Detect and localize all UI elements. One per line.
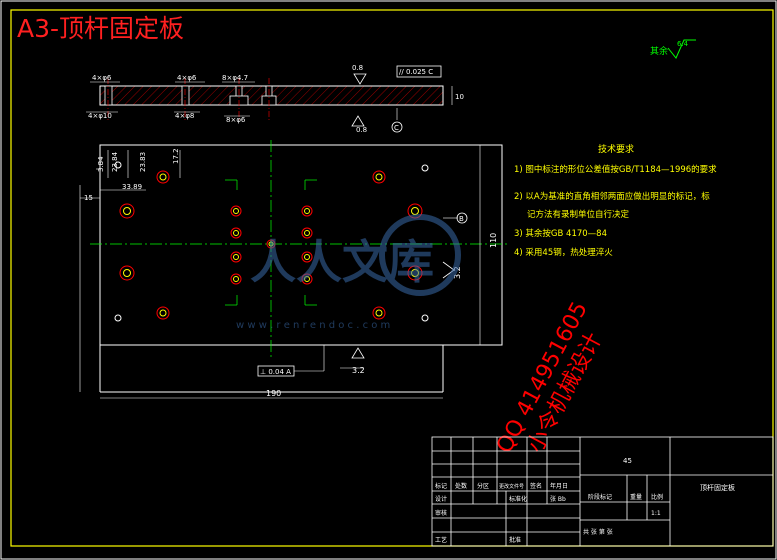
tech-requirement-item: 2) 以A为基准的直角相邻两面应做出明显的标记，标 [514,191,710,202]
title-block-text: 45 顶杆固定板 标记 处数 分区 更改文件号 签名 年月日 设计 审核 工艺 … [435,457,735,544]
weight-label: 重量 [630,493,642,501]
tolerance-value: ⊥ 0.04 A [260,368,291,376]
hole [156,170,170,184]
hole [372,306,386,320]
page-title: A3-顶杆固定板 [17,14,184,43]
scale-value: 1:1 [651,510,661,517]
hole [230,205,242,217]
section-hole [104,85,113,106]
dim-label: 4×φ6 [177,74,197,82]
tech-requirement-item: 1) 图中标注的形位公差值按GB/T1184—1996的要求 [514,164,717,175]
dim-label: 4×φ8 [175,112,194,120]
tech-requirement-item: 记方法有录制单位自行决定 [527,209,630,220]
row-label: 工艺 [435,536,447,544]
section-hole [181,85,190,106]
roughness-symbol-icon [667,39,696,59]
header-cell: 分区 [477,482,489,490]
watermark-url: w w w . r e n r e n d o c . c o m [236,320,390,331]
title-block [431,436,774,547]
dim-label: 8×φ4.7 [222,74,248,82]
hole [407,265,423,281]
material-label: 45 [623,457,632,465]
scale-label: 比例 [651,493,663,501]
row-label: 批准 [509,536,521,544]
hole [301,273,313,285]
roughness-triangle-icon [351,347,365,359]
tolerance-value: // 0.025 C [399,68,433,76]
watermark: 人人文库 w w w . r e n r e n d o c . c o m [236,214,461,331]
dim-label: 8×φ6 [226,116,246,124]
width-dim: 190 [266,389,281,398]
hole [156,306,170,320]
roughness-value: 3.2 [352,366,365,375]
stage-label: 阶段标记 [588,493,612,501]
dim-label: 23.83 [139,152,147,172]
roughness-value: 0.8 [352,64,363,72]
dim-label: 15 [84,194,93,202]
dim-label: 3.84 [97,156,105,172]
hole [114,314,122,322]
roughness-triangle-icon [353,73,367,85]
tech-requirement-item: 4) 采用45钢，热处理淬火 [514,247,613,258]
header-cell: 标记 [435,482,447,490]
datum-circle-icon [391,121,403,133]
signature: 张 Bb [550,495,566,503]
watermark-logo-icon [379,214,461,296]
datum-label: C [394,124,399,132]
tolerance-frame [396,65,442,78]
section-view: 4×φ6 4×φ6 8×φ4.7 4×φ10 4×φ8 8×φ6 10 0.8 … [86,64,464,134]
roughness-value: 3.2 [453,266,462,279]
hole [119,203,135,219]
cross-marks [225,179,317,306]
header-cell: 处数 [455,482,467,490]
hole [421,314,429,322]
hole [230,273,242,285]
roughness-note-label: 其余 [650,45,668,57]
thickness-dim: 10 [455,93,464,101]
hole [421,164,429,172]
sheet-info: 共 张 第 张 [583,528,613,536]
watermark-logo-text: 人人文库 [250,235,434,289]
roughness-value: 0.8 [356,126,367,134]
height-dim: 110 [489,233,498,248]
left-dims [79,150,181,392]
inner-frame [10,9,774,547]
roughness-triangle-icon [351,115,365,127]
plate-outline [99,144,503,346]
header-cell: 更改文件号 [499,483,524,490]
row-label: 设计 [435,495,447,503]
hole [301,205,313,217]
dim-label: 23.84 [111,151,119,172]
hole [372,170,386,184]
hole [230,251,242,263]
dim-label: 33.89 [122,183,142,191]
row-label: 审核 [435,509,447,517]
dim-label: 17.2 [172,148,180,164]
plan-view: 3.84 23.84 23.83 33.89 17.2 15 190 110 B… [79,140,510,399]
hole [114,161,122,169]
hole [301,227,313,239]
part-name: 顶杆固定板 [700,483,735,492]
tech-requirement-item: 3) 其余按GB 4170—84 [514,228,607,239]
hole [119,265,135,281]
datum-circle-icon [456,212,468,224]
tech-requirements-title: 技术要求 [598,143,634,155]
hole [230,227,242,239]
hole [266,239,276,249]
header-cell: 签名 [530,482,542,490]
row-label: 标准化 [509,495,527,503]
tech-requirements: 技术要求 1) 图中标注的形位公差值按GB/T1184—1996的要求 2) 以… [514,143,717,258]
datum-label: B [459,215,464,223]
header-cell: 年月日 [550,482,568,490]
dim-label: 4×φ6 [92,74,112,82]
dim-label: 4×φ10 [88,112,112,120]
roughness-note-value: 6.4 [677,40,689,48]
qq-watermark: QQ 414951605 小令机械设计 [492,298,607,458]
hole [301,251,313,263]
roughness-note: 其余 6.4 [650,39,696,59]
